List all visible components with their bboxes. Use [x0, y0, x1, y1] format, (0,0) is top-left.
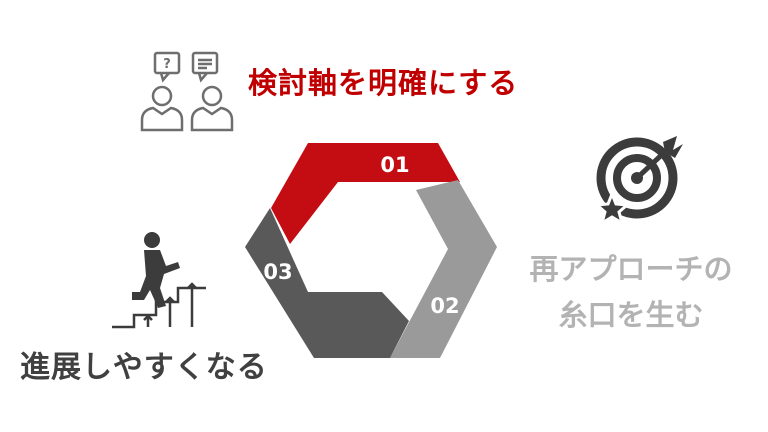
- stairs-climber-icon: [112, 232, 206, 329]
- step-number-03: 03: [263, 260, 292, 284]
- svg-text:?: ?: [163, 57, 171, 72]
- target-arrow-icon: [593, 136, 683, 225]
- discussion-people-icon: ?: [140, 51, 234, 132]
- label-step-01: 検討軸を明確にする: [248, 66, 519, 100]
- step-number-02: 02: [430, 294, 459, 318]
- label-step-03: 進展しやすくなる: [20, 350, 268, 385]
- label-step-02-line1: 再アプローチの: [529, 252, 733, 286]
- segment-03: [245, 208, 409, 358]
- step-number-01: 01: [380, 153, 409, 177]
- label-step-02: 再アプローチの 糸口を生む: [506, 246, 756, 338]
- segment-02: [390, 180, 497, 358]
- label-step-02-line2: 糸口を生む: [558, 298, 704, 332]
- segment-01: [271, 143, 460, 244]
